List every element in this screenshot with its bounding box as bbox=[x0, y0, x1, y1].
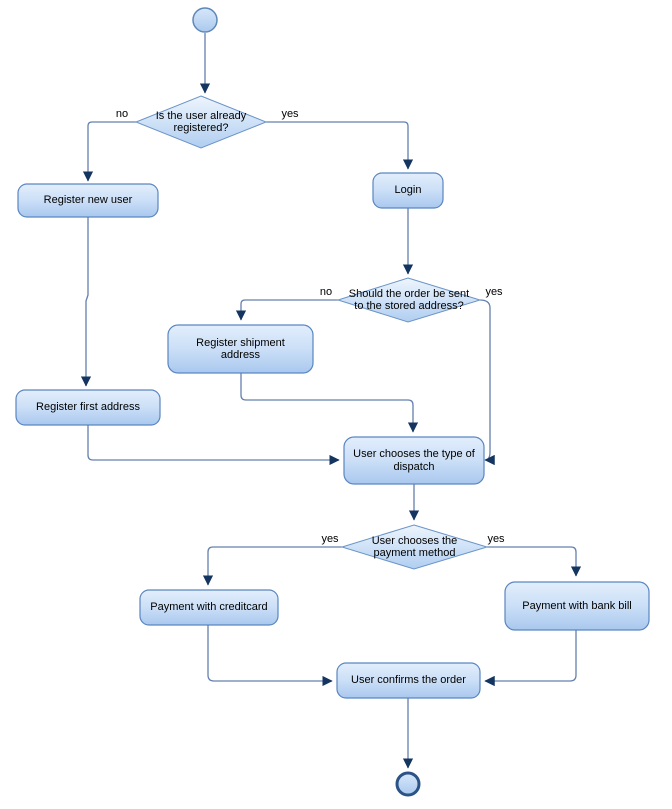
login-shape bbox=[372, 172, 444, 209]
edge-register-first-address-to-choose-dispatch bbox=[87, 425, 340, 466]
register-shipment-address-shape bbox=[167, 324, 314, 374]
edge-payment-right-to-bank-bill bbox=[487, 546, 582, 577]
edge-credit-card-to-confirm-order bbox=[207, 625, 333, 687]
payment-bank-bill-shape bbox=[504, 581, 650, 631]
start-node-shape bbox=[192, 7, 218, 33]
end-node-shape bbox=[395, 771, 421, 797]
edge-address-yes-to-choose-dispatch bbox=[479, 299, 495, 466]
edge-payment-left-to-credit-card bbox=[202, 546, 342, 586]
edge-bank-bill-to-confirm-order bbox=[484, 630, 577, 687]
decision-address-shape bbox=[336, 277, 482, 323]
edge-register-shipment-to-choose-dispatch bbox=[240, 373, 419, 433]
edge-address-no-to-register-shipment bbox=[235, 299, 338, 321]
choose-dispatch-shape bbox=[343, 436, 485, 485]
register-first-address-shape bbox=[15, 389, 161, 426]
edge-registered-no-to-register-new-user bbox=[82, 121, 136, 182]
decision-registered-shape bbox=[134, 95, 268, 149]
edge-registered-yes-to-login bbox=[266, 121, 414, 170]
payment-credit-card-shape bbox=[139, 589, 279, 626]
decision-payment-shape bbox=[340, 524, 489, 570]
register-new-user-shape bbox=[17, 183, 159, 218]
edge-register-new-user-to-register-first-address bbox=[80, 217, 92, 387]
confirm-order-shape bbox=[336, 662, 481, 699]
